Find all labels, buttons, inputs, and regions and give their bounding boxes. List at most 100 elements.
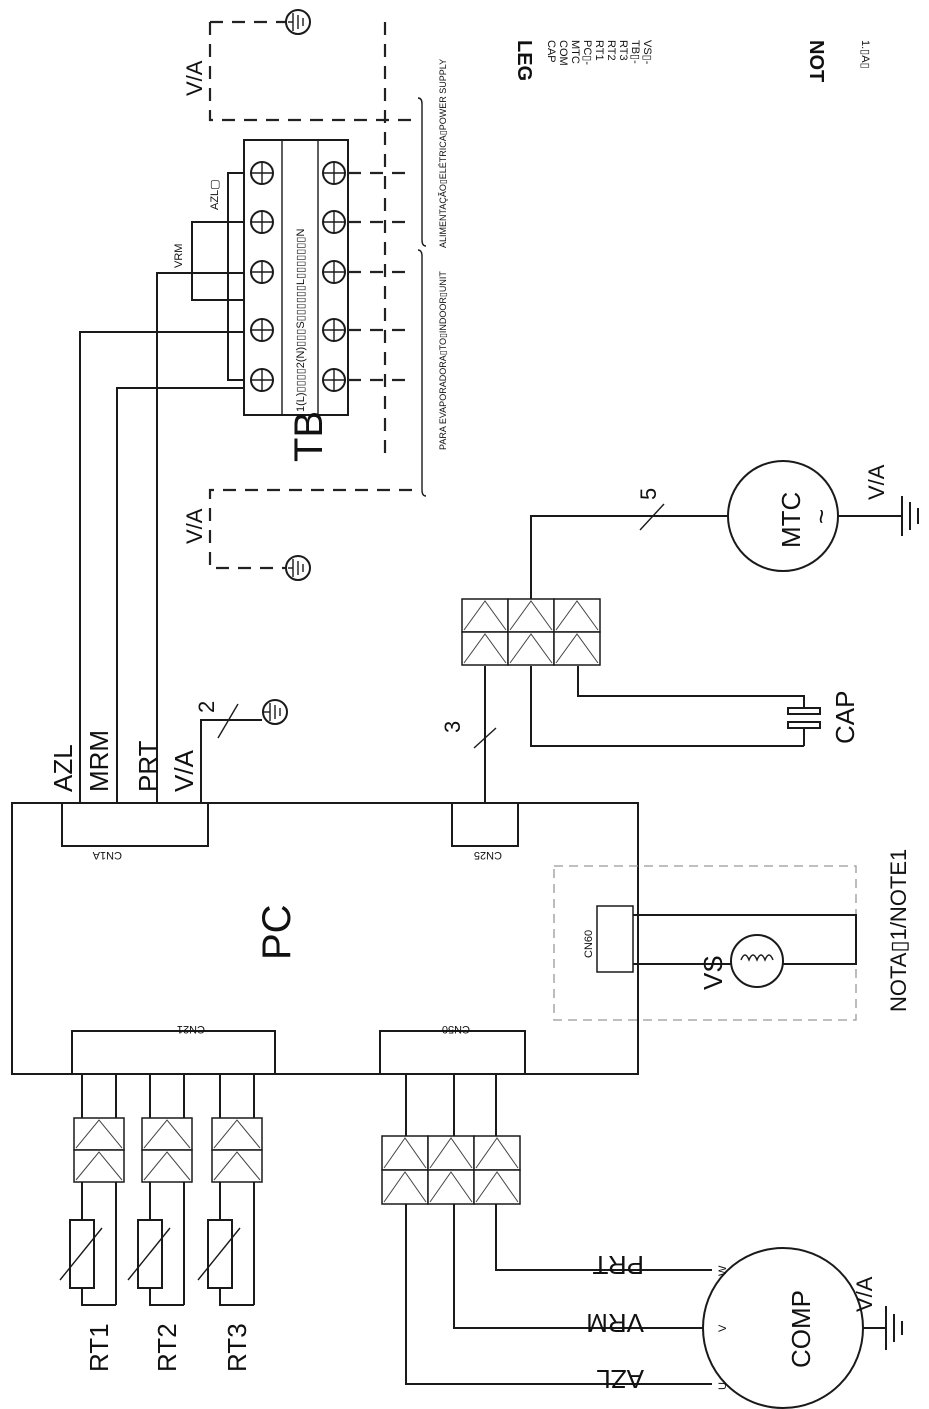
cn1a-label: CN1A xyxy=(92,849,122,861)
thermistor-plug xyxy=(73,1117,125,1183)
note-1: 1.▯A▯ xyxy=(859,40,871,69)
wire-mrm xyxy=(116,387,244,803)
terminal-block-label: TB xyxy=(287,411,331,462)
legend-item: CAP xyxy=(545,40,557,63)
plug-cell xyxy=(461,598,509,633)
tb-dashed-ground-top xyxy=(208,22,412,122)
plug-cell xyxy=(461,631,509,666)
thermistor-plug xyxy=(141,1117,193,1183)
wire-label-azl: AZL xyxy=(48,744,78,792)
wire-prt xyxy=(156,272,244,803)
cn21-label: CN21 xyxy=(177,1023,205,1035)
plug-cell xyxy=(381,1135,429,1171)
comp-terminal-u: U xyxy=(717,1382,729,1390)
ground-icon-tb-bottom xyxy=(285,555,311,581)
cn25-connector xyxy=(451,802,519,847)
tb-dashed-ground-bottom xyxy=(208,488,412,570)
wire-label-mrm: MRM xyxy=(84,730,114,792)
ground-icon-comp xyxy=(885,1306,903,1350)
wire-mtc xyxy=(530,515,728,599)
comp-terminal-v: V xyxy=(717,1324,729,1332)
tb-ground-bottom-label: V/A xyxy=(182,508,207,544)
cn50-label: CN50 xyxy=(442,1023,470,1035)
wire-comp-v xyxy=(453,1204,712,1329)
plug-cell xyxy=(427,1169,475,1205)
fan-motor-label: MTC xyxy=(776,492,806,548)
legend-item: RT2 xyxy=(605,40,617,61)
cn25-wire-count: 3 xyxy=(440,721,465,733)
legend-item: COM xyxy=(557,40,569,66)
cn50-plug xyxy=(381,1135,521,1205)
plug-cell xyxy=(473,1169,521,1205)
plug-cell xyxy=(507,598,555,633)
plug-cell xyxy=(507,631,555,666)
terminal-screw xyxy=(250,318,274,342)
terminal-screw xyxy=(250,161,274,185)
mtc-wire-count: 5 xyxy=(636,488,661,500)
ground-icon-mtc xyxy=(901,496,919,536)
tb-wire-azl-label: AZL▢ xyxy=(209,179,221,210)
tb-external-wires xyxy=(348,171,412,382)
wire-label-prt: PRT xyxy=(133,740,163,792)
ground-icon-tb-top xyxy=(285,9,311,35)
wire-comp-u xyxy=(405,1204,712,1385)
terminal-screw xyxy=(322,210,346,234)
plug-cell xyxy=(473,1135,521,1171)
tb-jumper-vrm xyxy=(191,221,244,301)
wire-cn25-slash xyxy=(473,727,497,749)
comp-terminal-w: W xyxy=(717,1265,729,1276)
legend-item: VS▯- xyxy=(641,40,653,65)
thermistor-resistor xyxy=(207,1219,233,1289)
cn1a-wire-count: 2 xyxy=(194,701,219,713)
plug-cell xyxy=(553,598,601,633)
legend-title: LEG xyxy=(513,40,535,81)
cn1a-connector xyxy=(61,802,209,847)
pc-board xyxy=(11,802,639,1075)
plug-cell xyxy=(553,631,601,666)
wire-cap-a xyxy=(530,666,804,747)
thermistor-rt2: RT2 xyxy=(127,1074,193,1372)
capacitor-plate-a xyxy=(787,707,821,715)
terminal-screw xyxy=(250,260,274,284)
terminal-screw xyxy=(322,161,346,185)
fan-motor-symbol: ~ xyxy=(806,509,836,524)
terminal-screw xyxy=(322,368,346,392)
legend-item: TB▯- xyxy=(629,40,641,64)
power-supply-label: ALIMENTAÇÃO▯ELÉTRICA▯POWER SUPPLY xyxy=(438,59,448,248)
comp-wire-label-vrm: VRM xyxy=(586,1308,644,1338)
thermistor-resistor xyxy=(69,1219,95,1289)
wire-comp-w xyxy=(495,1204,712,1271)
fan-motor-ground-label: V/A xyxy=(864,464,889,500)
comp-wire-label-azl: AZL xyxy=(596,1364,644,1394)
wire-va-slash xyxy=(217,703,239,739)
compressor-label: COMP xyxy=(786,1290,816,1368)
ground-icon-cn1a xyxy=(262,699,288,725)
compressor-ground-label: V/A xyxy=(852,1276,877,1312)
capacitor-label: CAP xyxy=(830,691,860,744)
thermistor-label: RT2 xyxy=(152,1323,182,1372)
cn25-plug xyxy=(461,598,601,666)
notes-title: NOT xyxy=(805,40,827,82)
legend-item: MTC xyxy=(569,40,581,64)
wire-cap-b xyxy=(577,666,805,710)
pc-board-label: PC xyxy=(255,904,299,960)
cn60-label: CN60 xyxy=(583,930,595,958)
wire-mtc-slash xyxy=(639,503,665,531)
thermistor-rt1: RT1 xyxy=(59,1074,125,1372)
comp-wire-label-prt: PRT xyxy=(592,1250,644,1280)
thermistor-plug xyxy=(211,1117,263,1183)
tb-wire-vrm-label: VRM xyxy=(173,244,185,268)
cn21-connector xyxy=(71,1030,276,1075)
power-supply-bracket xyxy=(417,97,427,247)
wire-label-va: V/A xyxy=(169,749,199,792)
plug-cell xyxy=(381,1169,429,1205)
cn25-label: CN25 xyxy=(474,849,502,861)
terminal-screw xyxy=(250,368,274,392)
terminal-screw xyxy=(322,318,346,342)
wire-va xyxy=(200,719,262,803)
wire-azl xyxy=(79,331,244,803)
thermistor-label: RT1 xyxy=(84,1323,114,1372)
thermistor-label: RT3 xyxy=(222,1323,252,1372)
